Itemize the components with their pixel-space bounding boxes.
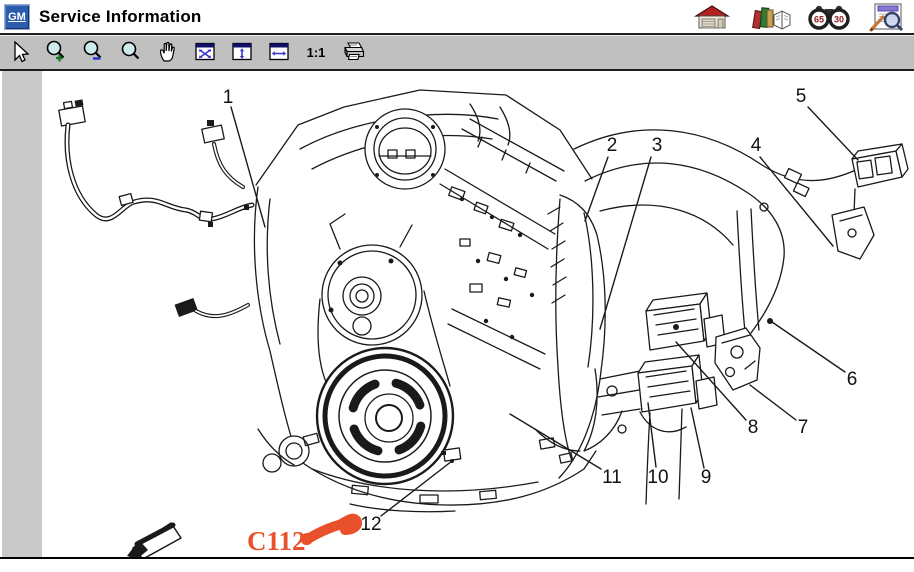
callout-label-6: 6	[847, 369, 858, 390]
select-tool-button[interactable]	[6, 38, 34, 66]
callout-leader-11	[509, 413, 602, 470]
callout-label-10: 10	[647, 467, 668, 488]
magnifier-minus-icon	[83, 40, 102, 60]
library-books-icon	[752, 6, 791, 30]
home-icon	[693, 4, 731, 28]
callout-leader-1	[230, 106, 266, 228]
wiring-harness-art	[58, 99, 255, 319]
page-title: Service Information	[39, 6, 202, 26]
zoom-tool-button[interactable]	[117, 38, 145, 66]
binoculars-right-lens-number: 30	[834, 14, 844, 24]
callout-leader-7	[749, 384, 797, 421]
callout-label-1: 1	[223, 87, 234, 108]
print-button[interactable]	[339, 38, 367, 66]
callout-labels: 1 2 3 4 5 6 7 8 9 10 11 12	[223, 86, 858, 535]
left-margin-strip	[2, 71, 42, 557]
c112-connector-label[interactable]: C112	[247, 526, 306, 556]
callout-leader-lines	[230, 106, 859, 517]
callout-leader-12	[380, 460, 453, 517]
callout-label-4: 4	[751, 135, 762, 156]
binoculars-icon: 65 30	[808, 5, 850, 30]
callout-leader-10	[647, 402, 657, 468]
callout-label-7: 7	[798, 417, 809, 438]
document-search-icon	[869, 3, 904, 32]
c112-connector-hotspot[interactable]: C112	[247, 513, 363, 556]
binoculars-left-lens-number: 65	[814, 14, 824, 24]
zoom-in-button[interactable]	[43, 38, 71, 66]
actual-size-label: 1:1	[306, 44, 326, 60]
callout-label-11: 11	[602, 467, 622, 488]
fit-height-button[interactable]	[228, 38, 256, 66]
magnifier-plus-icon	[46, 40, 65, 62]
callout-label-5: 5	[796, 86, 807, 107]
callout-label-2: 2	[607, 135, 618, 156]
fit-width-button[interactable]	[265, 38, 293, 66]
pan-button[interactable]	[154, 38, 182, 66]
viewer-toolbar: 1:1	[0, 33, 914, 71]
magnifier-icon	[121, 41, 140, 60]
callout-label-9: 9	[701, 467, 712, 488]
callout-leader-8	[675, 341, 747, 421]
hose-and-connector-art	[573, 129, 909, 505]
engine-block-art	[253, 89, 646, 513]
title-bar: GM Service Information	[0, 0, 914, 33]
fit-window-icon	[195, 42, 215, 61]
callout-label-3: 3	[652, 135, 663, 156]
callout-label-8: 8	[748, 417, 759, 438]
fit-vertical-icon	[232, 42, 252, 61]
diagram-viewport[interactable]: 1 2 3 4 5 6 7 8 9 10 11 12 C112	[0, 71, 914, 559]
bottom-margin-strip	[0, 559, 914, 572]
header-icon-bar: 65 30	[692, 2, 908, 32]
home-button[interactable]	[692, 2, 734, 31]
library-button[interactable]	[750, 2, 792, 31]
view-direction-arrow	[127, 522, 182, 557]
callout-leader-3	[599, 156, 652, 330]
callout-leader-9	[690, 407, 705, 469]
engine-callout-diagram: 1 2 3 4 5 6 7 8 9 10 11 12 C112	[58, 86, 909, 557]
fit-page-button[interactable]	[191, 38, 219, 66]
binoculars-search-button[interactable]: 65 30	[808, 2, 850, 31]
cursor-arrow-icon	[14, 40, 30, 63]
callout-leader-4	[759, 156, 834, 247]
fit-horizontal-icon	[269, 42, 289, 61]
hand-icon	[159, 41, 175, 62]
callout-label-12: 12	[360, 514, 381, 535]
callout-leader-5	[807, 106, 859, 161]
printer-icon	[344, 42, 365, 61]
actual-size-button[interactable]: 1:1	[302, 38, 330, 66]
callout-leader-6	[771, 321, 846, 373]
callout-leader-2	[584, 156, 609, 222]
gm-logo: GM	[4, 3, 30, 30]
c112-highlight-marker	[301, 513, 363, 545]
document-search-button[interactable]	[866, 2, 908, 32]
zoom-out-button[interactable]	[80, 38, 108, 66]
